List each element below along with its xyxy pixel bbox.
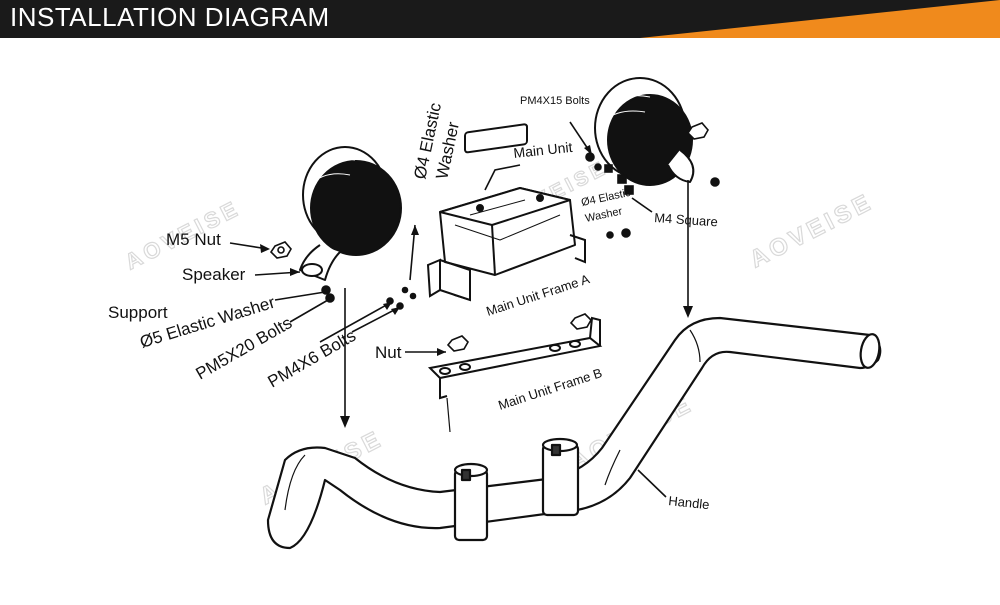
- hardware: [269, 122, 720, 352]
- label-m5-nut: M5 Nut: [166, 230, 221, 249]
- header-background: [0, 0, 1000, 38]
- installation-diagram: AOVEISE AOVEISE AOVEISE AOVEISE AOVEISE: [108, 77, 882, 550]
- label-phi4-washer-small-line2: Washer: [584, 205, 623, 225]
- page-title: INSTALLATION DIAGRAM: [10, 2, 330, 32]
- right-speaker: [594, 77, 695, 186]
- label-main-unit: Main Unit: [513, 139, 574, 161]
- watermark-text: AOVEISE: [745, 188, 877, 273]
- header-bar: INSTALLATION DIAGRAM: [0, 0, 1000, 38]
- main-unit: [439, 123, 576, 276]
- label-speaker: Speaker: [182, 265, 246, 284]
- label-main-unit-frame-a: Main Unit Frame A: [484, 271, 591, 319]
- label-phi4-washer-small-line1: Ø4 Elastic: [580, 187, 632, 209]
- label-support: Support: [108, 303, 168, 322]
- label-handle: Handle: [668, 493, 711, 512]
- label-pm4x15-bolts: PM4X15 Bolts: [520, 95, 590, 107]
- main-unit-frame-a: [426, 234, 586, 302]
- label-m4-square: M4 Square: [654, 210, 718, 229]
- label-nut: Nut: [375, 343, 402, 362]
- handlebar: [266, 316, 882, 550]
- arrowheads: [260, 145, 693, 428]
- left-speaker: [299, 146, 402, 281]
- label-main-unit-frame-b: Main Unit Frame B: [496, 365, 604, 413]
- main-unit-frame-b: [427, 316, 603, 433]
